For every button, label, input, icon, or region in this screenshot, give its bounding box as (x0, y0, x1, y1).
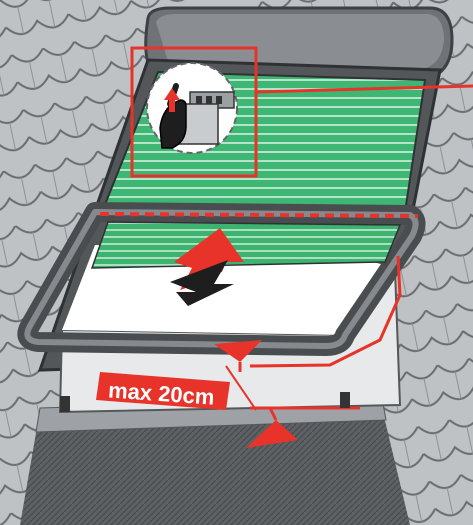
roller-blind-lower (92, 222, 400, 268)
hinge-right (340, 392, 350, 408)
hinge-left (60, 396, 70, 412)
